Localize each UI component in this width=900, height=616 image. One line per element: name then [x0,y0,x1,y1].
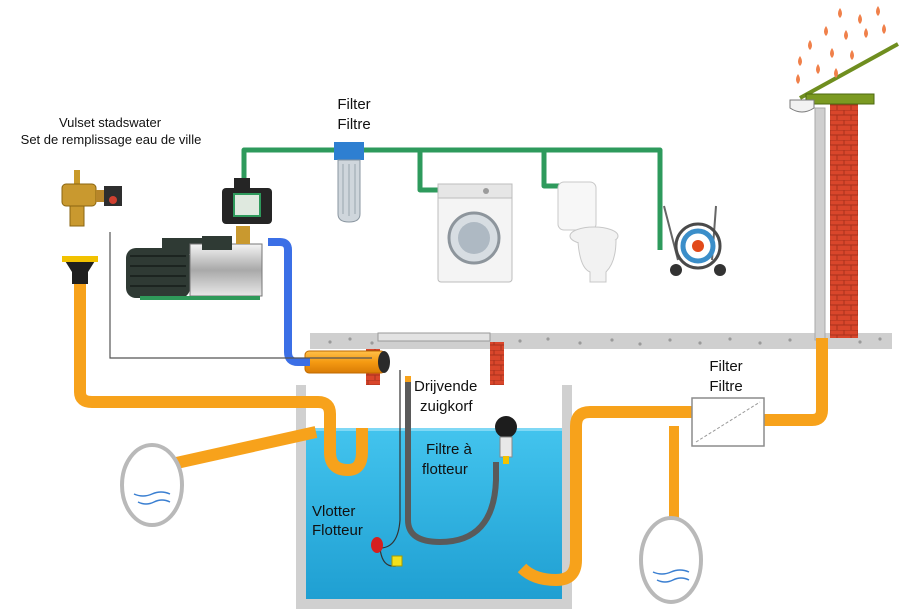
rain-drops-icon [796,6,886,84]
suction-float-icon [495,416,517,464]
right-filter-label-fr: Filtre [709,378,743,395]
water-level [306,428,562,599]
ground-strip [310,332,892,349]
float-label-fr: Flotteur [312,522,363,539]
hose-reel-icon [663,205,726,276]
brick-pillar-right [490,342,504,385]
suction-hose [405,376,499,546]
blue-pressure-pipe [268,238,310,366]
city-water-label-nl: Vulset stadswater [58,115,162,130]
water-filter-icon [334,142,364,223]
soakaway-right [639,516,703,604]
brick-wall [830,100,858,338]
roof [799,42,899,105]
pressure-controller-icon [222,178,272,224]
washing-machine-icon [437,183,513,283]
right-filter-label-nl: Filter [709,358,743,375]
top-filter-label-nl: Filter [337,96,371,113]
float-filter-label-1: Filtre à [426,441,472,458]
city-water-label-fr: Set de remplissage eau de ville [20,132,202,147]
gutter-icon [789,99,826,341]
orange-pipes [74,282,828,586]
soakaway-left [120,443,184,527]
floating-suction-label-1: Drijvende [414,378,478,395]
tap-valve-icon [61,170,122,227]
top-filter-label-fr: Filtre [337,116,371,133]
right-filter-box [691,397,765,447]
toilet-icon [557,181,619,283]
tank-inlet-pipe [304,350,390,374]
float-filter-label-2: flotteur [422,461,468,478]
floating-suction-label-2: zuigkorf [420,398,473,415]
pump-icon [126,226,263,300]
green-pipes [241,147,663,250]
float-switch-icon [371,537,403,567]
funnel-icon [62,256,98,284]
float-label-nl: Vlotter [312,503,356,520]
